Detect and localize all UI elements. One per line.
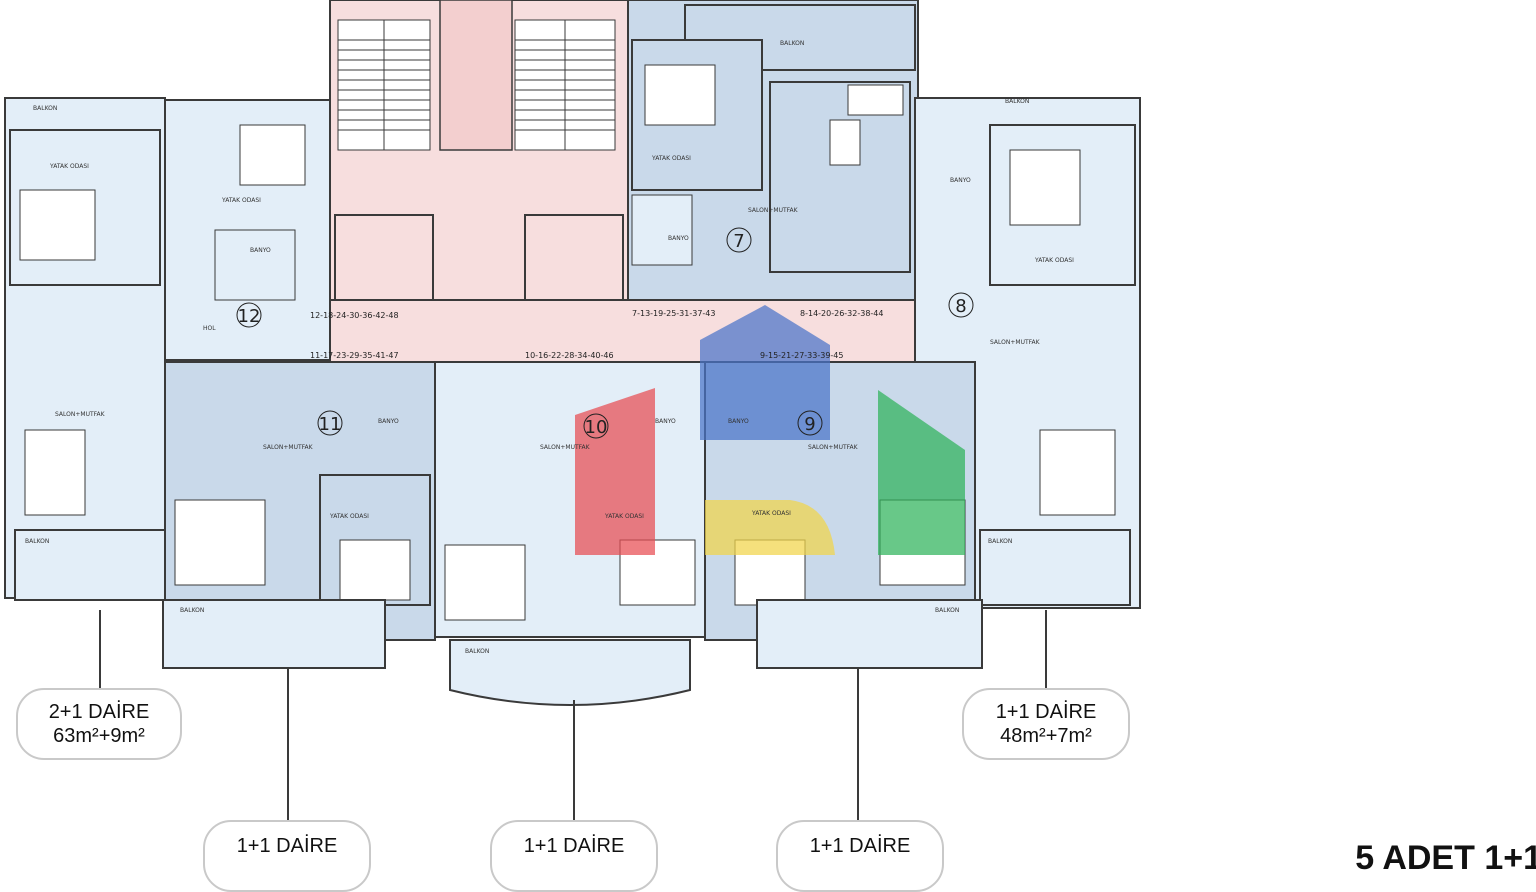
unit-number-12: 12 [238,306,261,327]
label-salon-8: SALON+MUTFAK [990,339,1041,346]
label-banyo-9: BANYO [728,418,749,425]
label-banyo-11: BANYO [378,418,399,425]
unit-label-bottom-center-type: 1+1 DAİRE [523,835,625,857]
label-salon-9: SALON+MUTFAK [808,444,859,451]
label-yatak-8: YATAK ODASI [1034,257,1074,264]
unit-label-bottom-center: 1+1 DAİRE [490,820,658,892]
label-yatak-11: YATAK ODASI [329,513,369,520]
unit-left-2plus1 [4,97,166,601]
unit-label-right: 1+1 DAİRE 48m²+7m² [962,688,1130,760]
label-balkon-top: BALKON [780,40,804,47]
label-balkon-11: BALKON [180,607,204,614]
unit-label-left: 2+1 DAİRE 63m²+9m² [16,688,182,760]
label-banyo-8: BANYO [950,177,971,184]
label-salon-left: SALON+MUTFAK [55,411,106,418]
code-8: 8-14-20-26-32-38-44 [800,309,884,318]
label-yatak-10: YATAK ODASI [604,513,644,520]
unit-label-bottom-right-type: 1+1 DAİRE [809,835,911,857]
label-balkon-9: BALKON [935,607,959,614]
label-balkon-left-top: BALKON [33,105,57,112]
label-leaders [99,610,1047,822]
building-core [294,0,916,363]
label-balkon-right-top: BALKON [1005,98,1029,105]
unit-number-11: 11 [319,414,342,435]
unit-label-left-area: 63m²+9m² [53,725,145,747]
unit-number-8: 8 [955,296,966,317]
watermark-logo [575,305,965,555]
unit-label-left-type: 2+1 DAİRE [48,701,150,723]
label-hol: HOL [203,325,216,332]
label-balkon-left-bottom: BALKON [25,538,49,545]
unit-number-7: 7 [733,231,744,252]
label-salon-11: SALON+MUTFAK [263,444,314,451]
unit-12 [164,99,331,361]
unit-7 [627,0,919,301]
code-12: 12-18-24-30-36-42-48 [310,311,399,320]
label-banyo-10: BANYO [655,418,676,425]
unit-8 [914,97,1141,609]
label-balkon-center: BALKON [465,648,489,655]
label-yatak-left: YATAK ODASI [49,163,89,170]
unit-11 [164,361,436,641]
code-9: 9-15-21-27-33-39-45 [760,351,844,360]
label-banyo-12: BANYO [250,247,271,254]
unit-label-right-area: 48m²+7m² [1000,725,1092,747]
unit-label-bottom-left: 1+1 DAİRE [203,820,371,892]
code-10: 10-16-22-28-34-40-46 [525,351,614,360]
unit-label-bottom-left-type: 1+1 DAİRE [236,835,338,857]
room-labels: YATAK ODASI YATAK ODASI YATAK ODASI YATA… [25,40,1074,655]
unit-number-10: 10 [585,417,608,438]
code-11: 11-17-23-29-35-41-47 [310,351,399,360]
label-salon-7: SALON+MUTFAK [748,207,799,214]
balconies [162,599,983,706]
floor-plan: 12-18-24-30-36-42-48 7-13-19-25-31-37-43… [4,0,1141,822]
unit-numbers: 7 8 9 10 11 12 [236,227,974,439]
code-7: 7-13-19-25-31-37-43 [632,309,716,318]
corridor-codes: 12-18-24-30-36-42-48 7-13-19-25-31-37-43… [310,309,884,360]
label-banyo-7: BANYO [668,235,689,242]
label-yatak-12: YATAK ODASI [221,197,261,204]
unit-label-bottom-right: 1+1 DAİRE [776,820,944,892]
label-balkon-right-bottom: BALKON [988,538,1012,545]
corner-summary-text: 5 ADET 1+1 [1355,839,1536,877]
label-yatak-7: YATAK ODASI [651,155,691,162]
unit-10 [434,361,706,638]
label-yatak-9: YATAK ODASI [751,510,791,517]
unit-number-9: 9 [804,414,815,435]
unit-label-right-type: 1+1 DAİRE [995,701,1097,723]
label-salon-10: SALON+MUTFAK [540,444,591,451]
